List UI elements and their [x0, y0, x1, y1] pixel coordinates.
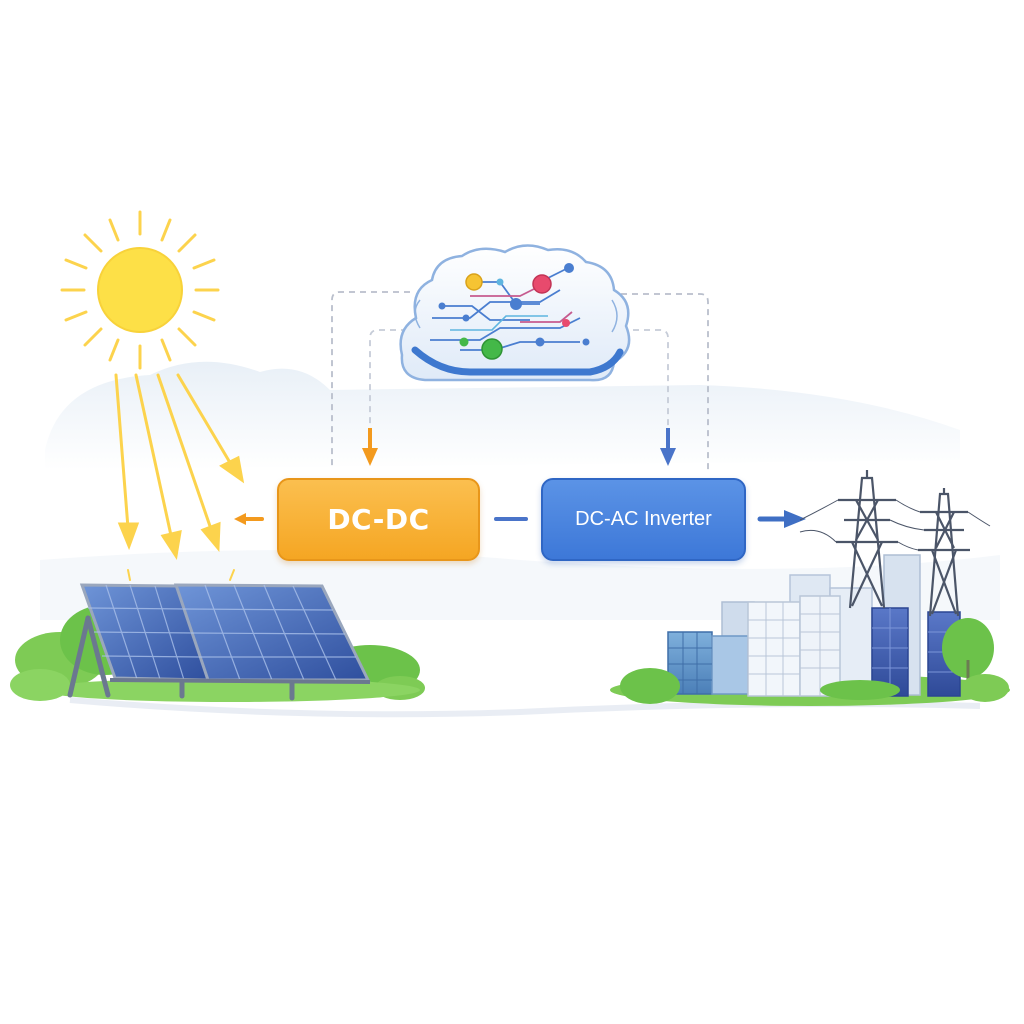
solar-panel-icon	[67, 583, 371, 701]
inverter-to-grid-arrow	[757, 510, 806, 528]
control-arrow-inverter	[660, 428, 676, 466]
control-arrow-dcdc	[362, 428, 378, 466]
dcac-inverter-block: DC-AC Inverter	[541, 478, 746, 561]
power-tower-icon	[799, 470, 991, 617]
dcdc-converter-block: DC-DC	[277, 478, 480, 561]
sun-icon	[60, 210, 220, 370]
dcdc-to-panels-arrow	[234, 513, 264, 525]
control-signal-lines	[331, 291, 709, 470]
sunlight-rays	[114, 373, 245, 581]
dcdc-label: DC-DC	[327, 503, 430, 536]
cloud-circuit-icon	[399, 244, 631, 382]
inverter-label: DC-AC Inverter	[575, 508, 712, 530]
